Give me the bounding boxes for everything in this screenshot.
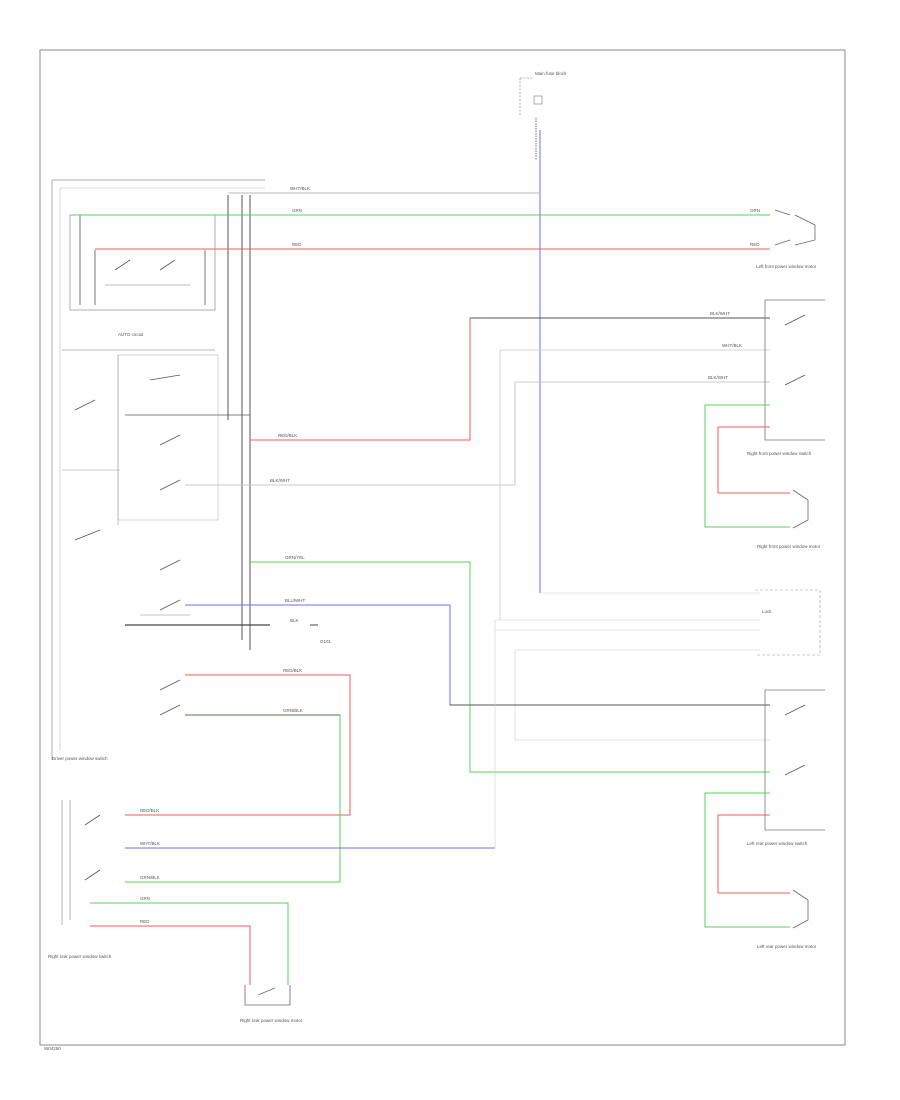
wire-label-blk-wht-1: BLK/WHT (710, 311, 730, 316)
driver-switch-assembly: AUTO circuit Driver power window switch (51, 179, 270, 761)
lr-window-motor: Left rear power window motor (757, 889, 817, 949)
wire-label-red-blk-1: RED/BLK (278, 433, 297, 438)
rr-switch-label: Right rear power window switch (48, 954, 112, 959)
wire-label-red-3: RED (140, 919, 150, 924)
ground-symbol: BLK G101 (290, 618, 332, 644)
rr-motor-label: Right rear power window motor (240, 1018, 303, 1023)
red-rf-motor-wire (717, 426, 790, 494)
wire-label-grn-3: GRN (140, 896, 150, 901)
driver-switch-label: Driver power window switch (52, 756, 108, 761)
fuse-block-label: Main fuse block (535, 71, 567, 76)
auto-circuit-label: AUTO circuit (118, 332, 144, 337)
lock-label: Lock (762, 609, 772, 614)
wire-label-wht-blk-2: WHT/BLK (722, 343, 742, 348)
lr-window-switch: Left rear power window switch (747, 689, 825, 846)
grn-lr-motor-wire (704, 792, 790, 928)
rf-switch-label: Right front power window switch (747, 451, 812, 456)
red-rr-motor-wire (90, 925, 251, 985)
grn-blk-rr-wire (125, 714, 341, 883)
wire-label-blk: BLK (290, 618, 299, 623)
wire-label-red-2: RED (750, 242, 760, 247)
grn-yel-lr-wire (250, 561, 770, 773)
wire-label-wht-blk-1: WHT/BLK (290, 186, 310, 191)
wire-label-grn-blk-2: GRN/BLK (140, 875, 160, 880)
lr-switch-label: Left rear power window switch (747, 841, 808, 846)
blk-wht-rf-wire (185, 381, 770, 486)
diagram-frame (39, 49, 846, 1046)
rr-window-switch: Right rear power window switch (48, 800, 112, 959)
rf-motor-label: Right front power window motor (757, 544, 821, 549)
red-blk-rf-wire (250, 317, 770, 441)
wire-label-red-1: RED (292, 242, 302, 247)
fuse-block: Main fuse block (519, 71, 567, 160)
wire-label-blk-wht-3: BLK/WHT (708, 375, 728, 380)
footer-code: W04250 (44, 1046, 61, 1051)
wire-label-red-blk-2: RED/BLK (283, 668, 302, 673)
lock-module: Lock (755, 589, 821, 656)
wire-label-wht-blk-3: WHT/BLK (140, 841, 160, 846)
rf-window-switch: Right front power window switch (747, 299, 825, 456)
lf-motor-label: Left front power window motor (756, 264, 817, 269)
wire-label-grn-blk-1: GRN/BLK (283, 708, 303, 713)
rf-window-motor: Right front power window motor (757, 489, 821, 549)
rr-window-motor: Right rear power window motor (240, 985, 303, 1023)
wire-label-blu-wht: BLU/WHT (285, 598, 306, 603)
wire-label-grn-yel: GRN/YEL (285, 555, 305, 560)
red-blk-rr-wire (125, 674, 351, 816)
wire-label-red-blk-3: RED/BLK (140, 808, 159, 813)
grn-rr-motor-wire (90, 902, 289, 985)
lr-motor-label: Left rear power window motor (757, 944, 817, 949)
wire-label-blk-wht-2: BLK/WHT (270, 478, 290, 483)
red-lr-motor-wire (717, 814, 790, 894)
grn-rf-motor-wire (704, 404, 790, 528)
lf-window-motor: Left front power window motor (756, 209, 817, 269)
ground-label: G101 (320, 639, 332, 644)
wire-label-grn-2: GRN (750, 208, 760, 213)
wire-label-grn-1: GRN (292, 208, 302, 213)
